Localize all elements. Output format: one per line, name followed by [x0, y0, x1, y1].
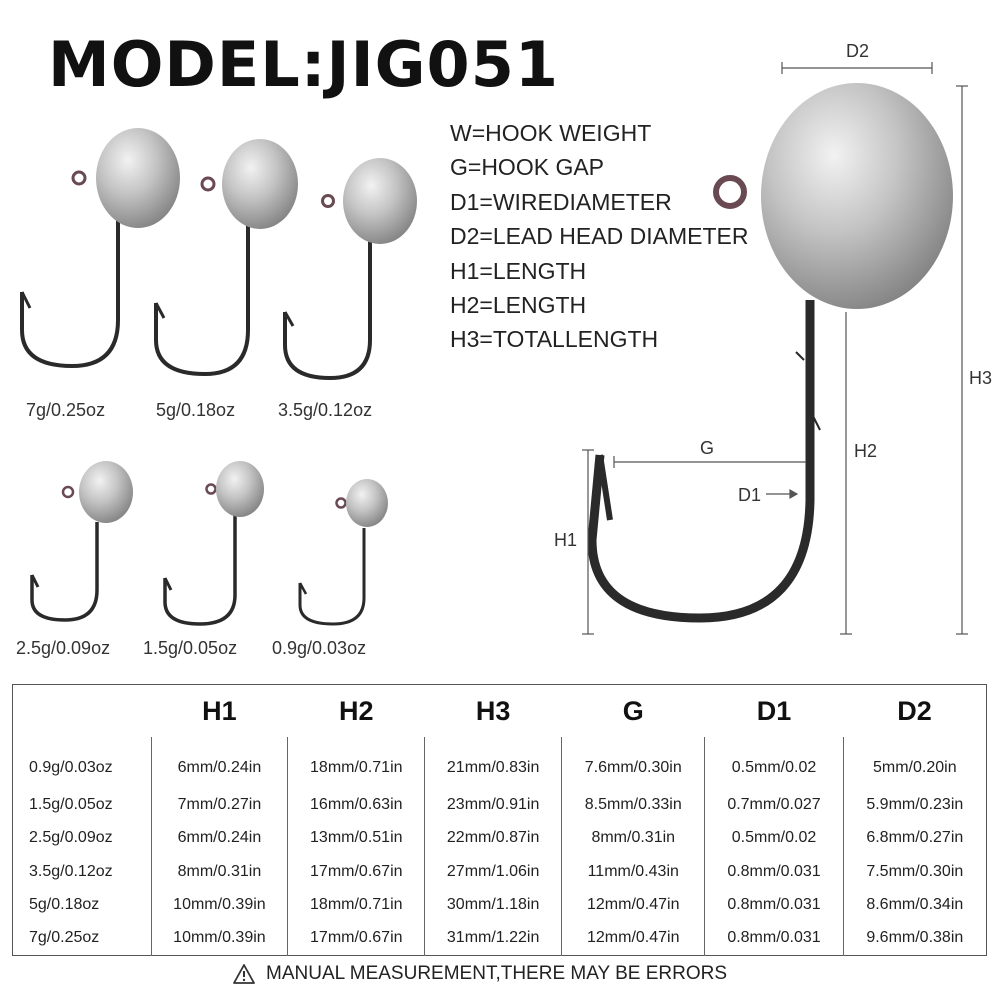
dimension-lines: [582, 62, 968, 635]
cell-weight: 1.5g/0.05oz: [29, 796, 113, 814]
cell-weight: 7g/0.25oz: [29, 929, 100, 947]
disclaimer-text: MANUAL MEASUREMENT,THERE MAY BE ERRORS: [266, 963, 728, 984]
dimension-label-g: G: [700, 438, 715, 458]
cell-g: 11mm/0.43in: [561, 855, 705, 889]
cell-d1: 0.8mm/0.031: [704, 888, 844, 922]
cell-h1: 10mm/0.39in: [150, 888, 288, 922]
jig-hook-0.9g-image: [298, 479, 388, 626]
measurement-disclaimer: MANUAL MEASUREMENT,THERE MAY BE ERRORS: [232, 963, 727, 985]
cell-d2: 5.9mm/0.23in: [842, 788, 987, 822]
column-header-weight: [13, 685, 152, 738]
dimension-label-h1: H1: [554, 530, 578, 550]
cell-d1: 0.8mm/0.031: [704, 921, 844, 956]
cell-h3: 21mm/0.83in: [424, 737, 562, 789]
cell-d2: 9.6mm/0.38in: [842, 921, 987, 956]
column-header-d2: D2: [897, 695, 932, 726]
cell-h1: 6mm/0.24in: [150, 821, 288, 855]
spec-table: H1 H2 H3 G D1 D2 0.9g/0.03oz 6mm/0.24in …: [12, 684, 987, 956]
cell-h2: 17mm/0.67in: [287, 855, 425, 889]
cell-d1: 0.7mm/0.027: [704, 788, 844, 822]
column-header-h1: H1: [202, 695, 237, 726]
table-header-row: H1 H2 H3 G D1 D2: [13, 685, 987, 738]
cell-d2: 5mm/0.20in: [842, 737, 987, 789]
cell-d1: 0.5mm/0.02: [704, 821, 844, 855]
cell-g: 8mm/0.31in: [561, 821, 705, 855]
legend-item-h1: H1=LENGTH: [450, 257, 587, 284]
cell-weight: 3.5g/0.12oz: [29, 862, 113, 880]
cell-weight: 5g/0.18oz: [29, 895, 100, 913]
cell-d2: 7.5mm/0.30in: [842, 855, 987, 889]
cell-g: 8.5mm/0.33in: [561, 788, 705, 822]
cell-h3: 22mm/0.87in: [424, 821, 562, 855]
cell-h1: 6mm/0.24in: [150, 737, 288, 789]
warning-icon: [233, 964, 255, 984]
legend-item-g: G=HOOK GAP: [450, 154, 605, 181]
column-header-d1: D1: [756, 695, 792, 726]
legend-item-w: W=HOOK WEIGHT: [450, 120, 652, 146]
jig-hook-2.5g-image: [30, 461, 133, 622]
cell-g: 7.6mm/0.30in: [561, 737, 705, 789]
hook-weight-label: 0.9g/0.03oz: [272, 638, 367, 658]
legend-item-h3: H3=TOTALLENGTH: [450, 326, 659, 353]
hook-weight-label: 2.5g/0.09oz: [16, 638, 111, 658]
table-row: 3.5g/0.12oz 8mm/0.31in 17mm/0.67in 27mm/…: [13, 855, 987, 889]
column-header-h3: H3: [475, 695, 511, 726]
cell-h3: 27mm/1.06in: [424, 855, 562, 889]
column-header-g: G: [622, 695, 644, 726]
jig-hook-3.5g-image: [283, 158, 417, 381]
table-row: 2.5g/0.09oz 6mm/0.24in 13mm/0.51in 22mm/…: [13, 821, 987, 855]
dimension-label-h2: H2: [854, 441, 878, 461]
jig-hook-1.5g-image: [163, 461, 264, 626]
table-row: 7g/0.25oz 10mm/0.39in 17mm/0.67in 31mm/1…: [13, 921, 987, 956]
cell-h3: 31mm/1.22in: [424, 921, 562, 956]
dimension-label-h3: H3: [969, 368, 993, 388]
cell-g: 12mm/0.47in: [561, 921, 705, 956]
hook-weight-label: 3.5g/0.12oz: [278, 400, 373, 420]
product-illustration: [20, 62, 968, 635]
cell-d1: 0.5mm/0.02: [704, 737, 844, 789]
cell-h2: 16mm/0.63in: [287, 788, 425, 822]
dimension-legend: W=HOOK WEIGHT G=HOOK GAP D1=WIREDIAMETER…: [450, 116, 748, 357]
dimension-label-d2: D2: [846, 41, 870, 61]
column-header-h2: H2: [339, 695, 374, 726]
legend-item-d2: D2=LEAD HEAD DIAMETER: [450, 223, 749, 250]
table-row: 0.9g/0.03oz 6mm/0.24in 18mm/0.71in 21mm/…: [13, 737, 987, 789]
jig-hook-5g-image: [154, 139, 298, 377]
cell-h2: 13mm/0.51in: [287, 821, 425, 855]
model-title: MODEL:JIG051: [48, 28, 559, 101]
jig-hook-7g-image: [20, 128, 180, 369]
cell-h3: 30mm/1.18in: [424, 888, 562, 922]
cell-g: 12mm/0.47in: [561, 888, 705, 922]
cell-h2: 18mm/0.71in: [287, 737, 425, 789]
cell-d1: 0.8mm/0.031: [704, 855, 844, 889]
cell-h2: 18mm/0.71in: [287, 888, 425, 922]
cell-weight: 0.9g/0.03oz: [29, 758, 113, 776]
table-row: 1.5g/0.05oz 7mm/0.27in 16mm/0.63in 23mm/…: [13, 788, 987, 822]
legend-item-d1: D1=WIREDIAMETER: [450, 188, 672, 215]
dimension-label-d1: D1: [738, 485, 762, 505]
hook-weight-label: 7g/0.25oz: [26, 400, 106, 420]
hook-weight-label: 5g/0.18oz: [156, 400, 236, 420]
cell-h2: 17mm/0.67in: [287, 921, 425, 956]
cell-h1: 10mm/0.39in: [150, 921, 288, 956]
legend-item-h2: H2=LENGTH: [450, 292, 587, 319]
hook-weight-label: 1.5g/0.05oz: [143, 638, 238, 658]
table-row: 5g/0.18oz 10mm/0.39in 18mm/0.71in 30mm/1…: [13, 888, 987, 922]
jig-diagram-hook: [587, 83, 953, 623]
cell-d2: 8.6mm/0.34in: [842, 888, 987, 922]
cell-h1: 8mm/0.31in: [150, 855, 288, 889]
cell-h1: 7mm/0.27in: [150, 788, 288, 822]
cell-h3: 23mm/0.91in: [424, 788, 562, 822]
cell-d2: 6.8mm/0.27in: [842, 821, 987, 855]
cell-weight: 2.5g/0.09oz: [29, 829, 113, 847]
